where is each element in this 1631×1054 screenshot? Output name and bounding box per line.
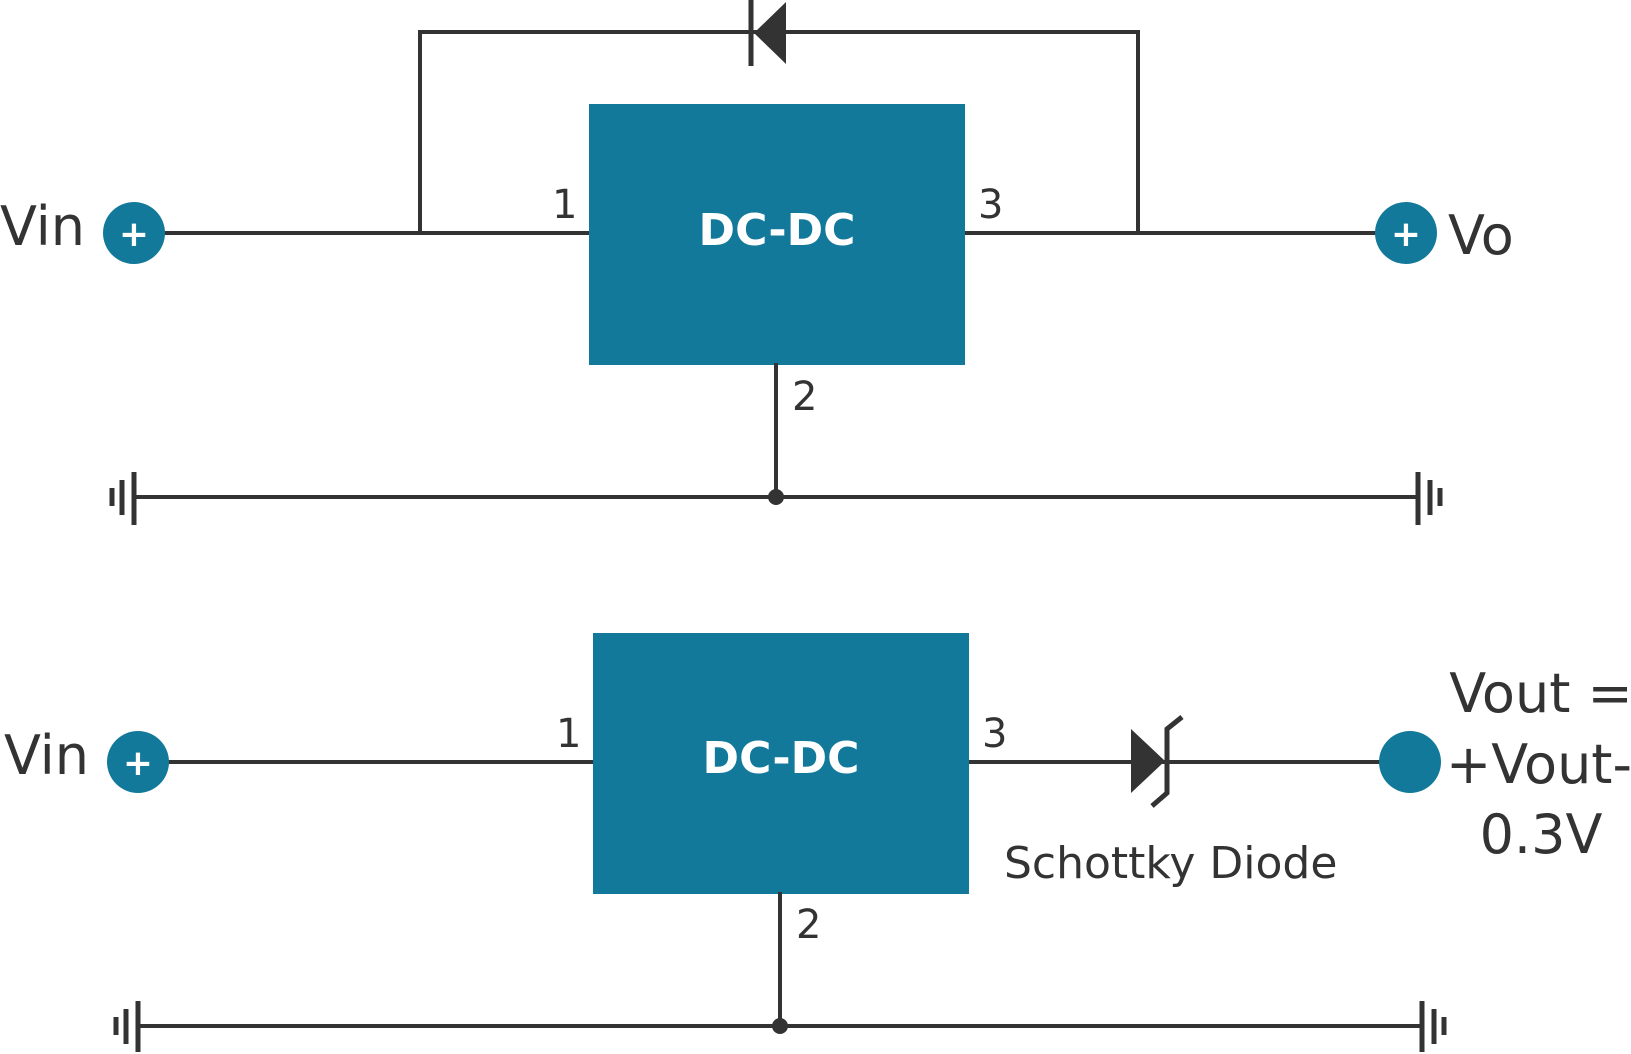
- bottom-right-ground-icon: [1419, 1001, 1447, 1052]
- top-circuit: DC-DC 1 3 2 + Vin + Vo: [0, 0, 1514, 525]
- bottom-pin-3-label: 3: [982, 711, 1007, 757]
- top-output-plus-icon: +: [1391, 214, 1421, 255]
- top-dcdc-label: DC-DC: [699, 205, 856, 256]
- bottom-dcdc-block: [593, 633, 969, 894]
- vout-label-line-2: +Vout-: [1446, 733, 1631, 796]
- vout-label-line-3: 0.3V: [1480, 803, 1603, 866]
- top-bypass-diode-icon: [748, 0, 786, 66]
- top-pin-1-label: 1: [552, 182, 577, 228]
- bottom-pin-2-label: 2: [796, 902, 821, 948]
- schottky-diode-icon: [1131, 715, 1184, 808]
- top-right-ground-icon: [1415, 472, 1443, 525]
- top-left-ground-icon: [109, 472, 137, 525]
- bottom-dcdc-label: DC-DC: [703, 733, 860, 784]
- bottom-output-terminal: [1379, 731, 1441, 793]
- bottom-left-ground-icon: [113, 1001, 141, 1052]
- top-input-plus-icon: +: [119, 214, 149, 255]
- bottom-input-plus-icon: +: [123, 743, 153, 784]
- bottom-vin-label: Vin: [4, 724, 89, 787]
- top-pin-2-label: 2: [792, 374, 817, 420]
- top-vin-label: Vin: [0, 195, 85, 258]
- top-dcdc-block: [589, 104, 965, 365]
- bottom-pin-1-label: 1: [556, 711, 581, 757]
- bottom-circuit: DC-DC 1 3 2 Schottky Diode + Vin: [4, 633, 1631, 1052]
- top-input-terminal: [103, 202, 165, 264]
- bottom-input-terminal: [107, 731, 169, 793]
- top-vo-label: Vo: [1448, 204, 1514, 267]
- schottky-diode-label: Schottky Diode: [1004, 838, 1337, 889]
- top-pin-3-label: 3: [978, 182, 1003, 228]
- vout-label-line-1: Vout =: [1449, 662, 1631, 725]
- top-output-terminal: [1375, 202, 1437, 264]
